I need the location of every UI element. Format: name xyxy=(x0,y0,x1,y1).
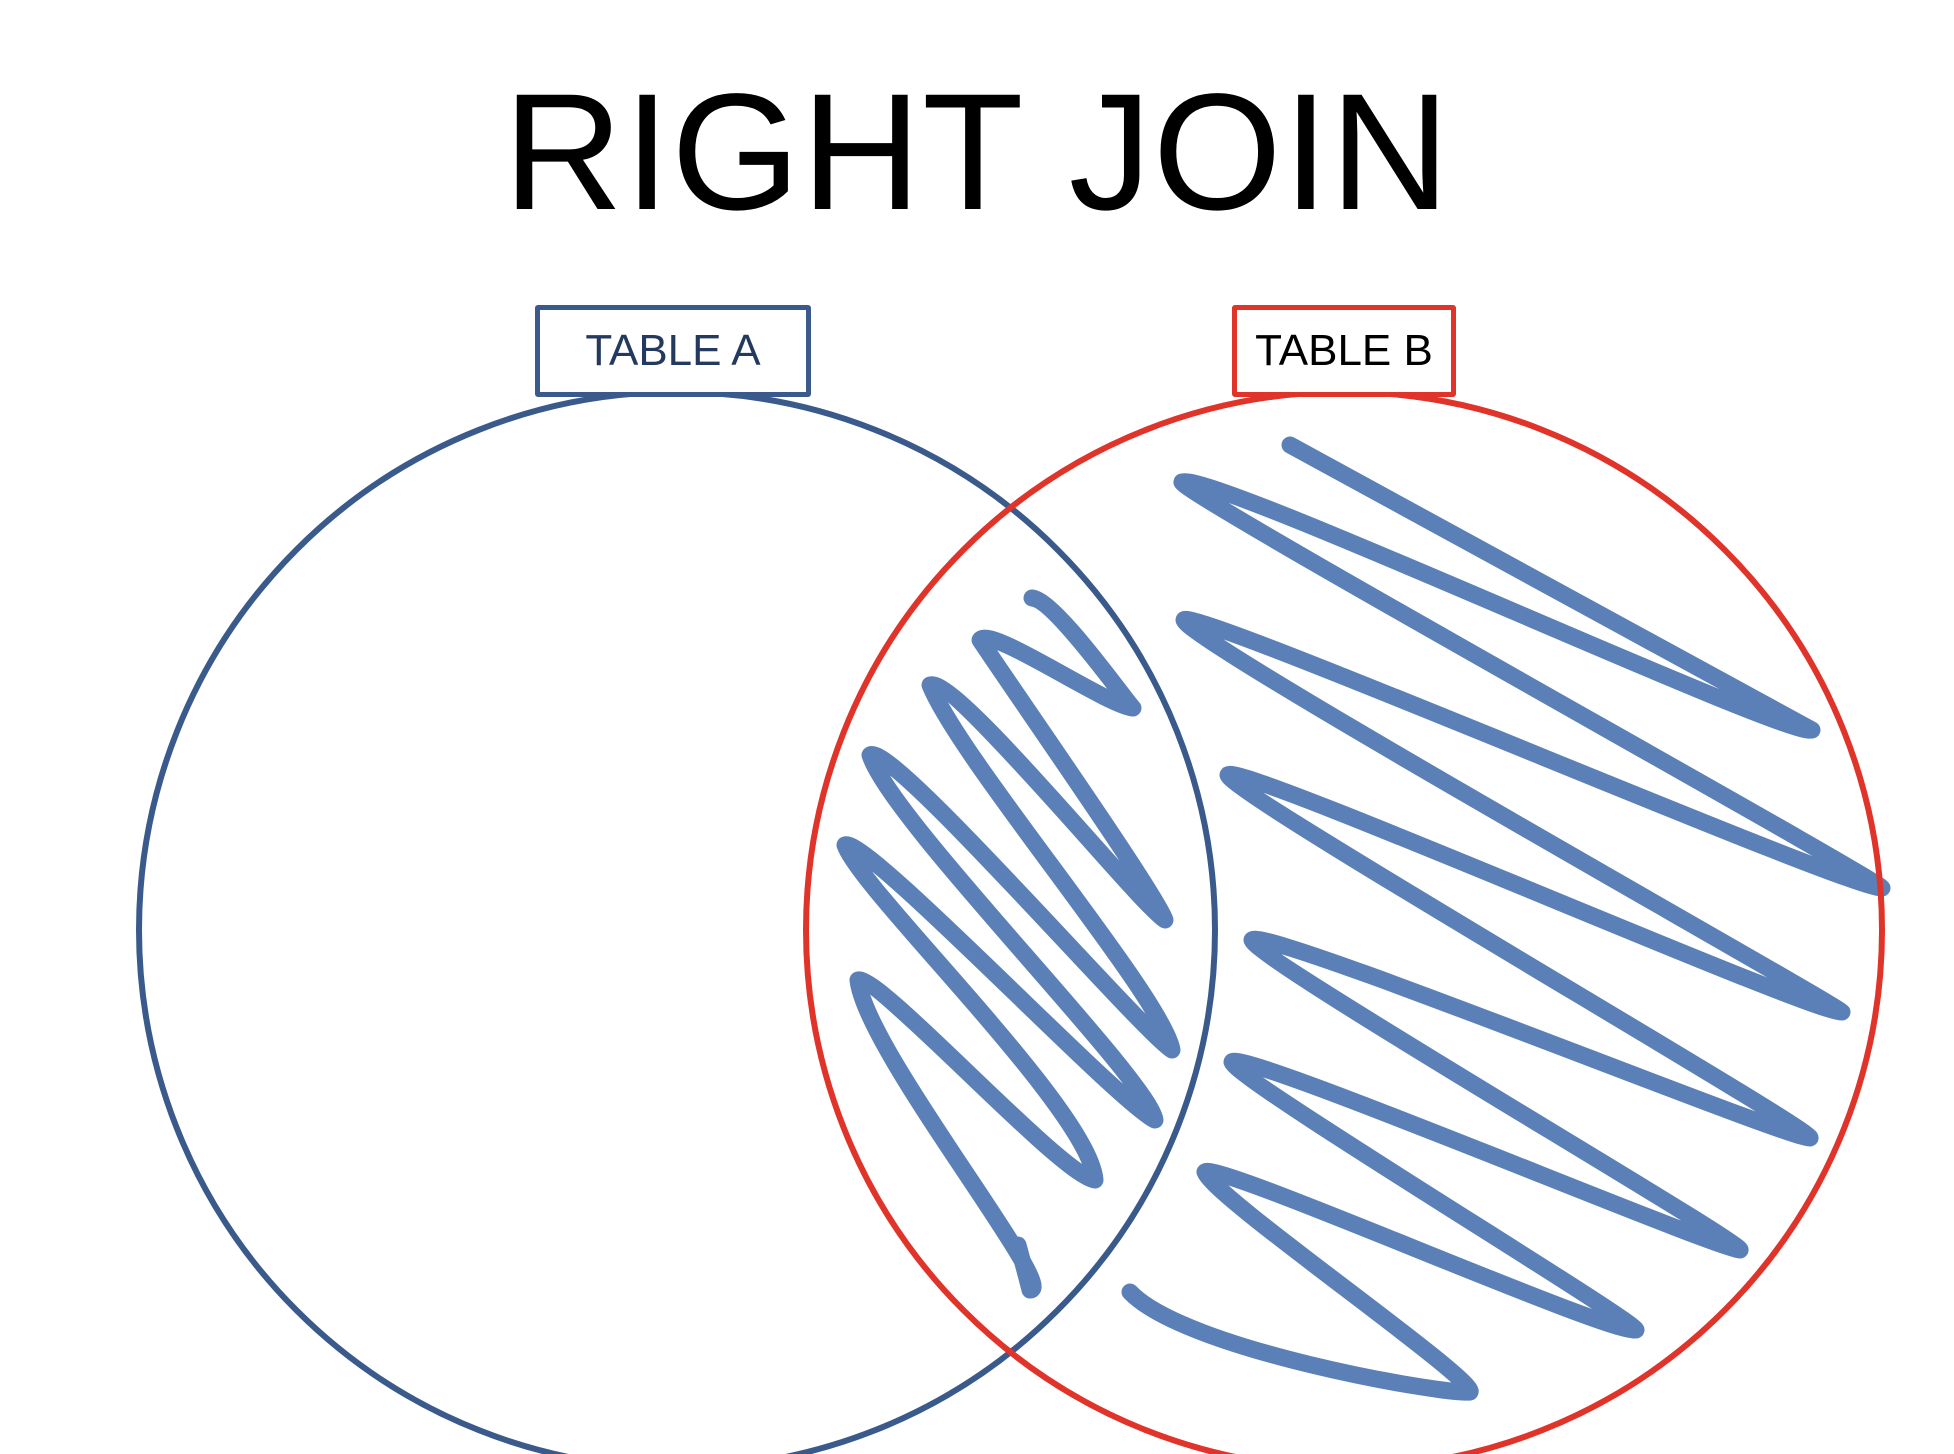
table-a-label: TABLE A xyxy=(535,305,811,397)
table-b-shading xyxy=(836,436,1891,1401)
table-a-label-text: TABLE A xyxy=(585,326,761,375)
page-title: RIGHT JOIN xyxy=(503,60,1451,245)
shading-stroke-right xyxy=(1121,436,1891,1401)
table-b-label: TABLE B xyxy=(1232,305,1456,397)
table-b-label-text: TABLE B xyxy=(1255,326,1433,375)
shading-stroke-overlap xyxy=(836,589,1181,1299)
